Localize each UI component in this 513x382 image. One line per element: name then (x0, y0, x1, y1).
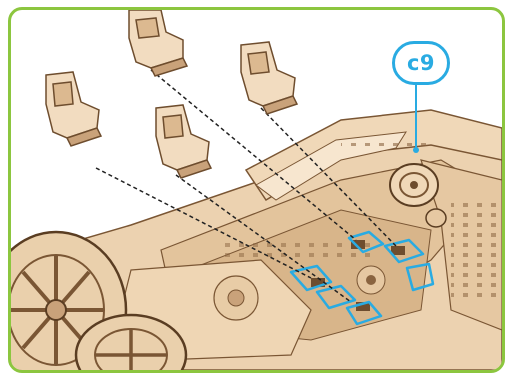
illustration-frame: c9 (8, 7, 505, 373)
seat-part-icon (156, 105, 211, 178)
seat-part-icon (241, 42, 297, 114)
seat-part-icon (129, 10, 187, 76)
step-badge: c9 (392, 41, 450, 85)
callout-dot (413, 147, 419, 153)
seat-part-icon (46, 72, 101, 146)
step-badge-label: c9 (407, 51, 435, 75)
